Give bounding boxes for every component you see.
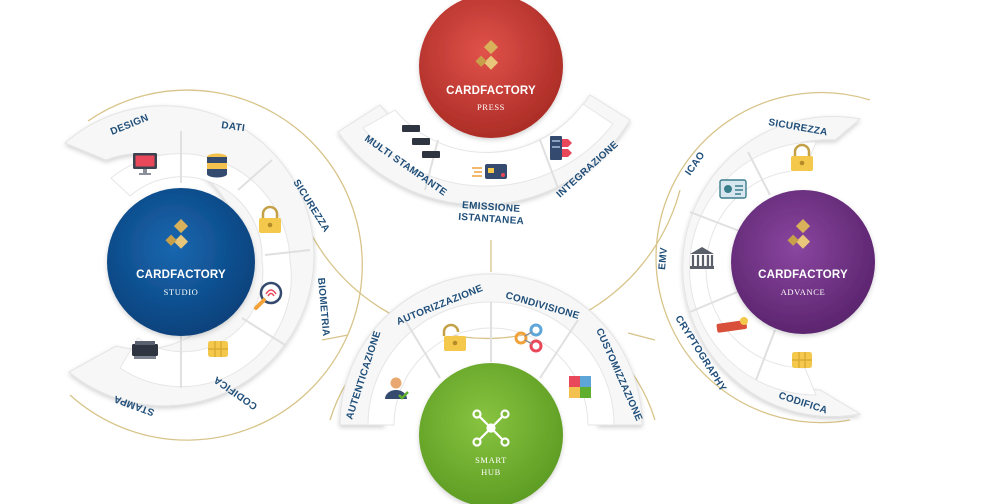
- press-label-emissione: EMISSIONE: [462, 200, 521, 215]
- chip-icon: [792, 352, 812, 368]
- padlock-icon: [791, 143, 813, 171]
- smart-hub-subtitle: HUB: [481, 467, 501, 477]
- press-logo-icon: [475, 40, 499, 70]
- studio-group: CARDFACTORY STUDIO DESIGN DATI SICUREZZA…: [64, 105, 332, 418]
- chip-icon: [208, 341, 228, 357]
- network-node-icon: [472, 409, 510, 447]
- fingerprint-magnifier-icon: [254, 281, 283, 310]
- press-label-istantanea: ISTANTANEA: [458, 212, 525, 228]
- monitor-icon: [133, 153, 157, 175]
- advance-outer-arc: [655, 91, 871, 424]
- printers-icon: [402, 125, 440, 158]
- studio-hub: [107, 188, 255, 336]
- share-icon: [514, 323, 543, 353]
- token-icon: [716, 317, 748, 333]
- studio-label-dati: DATI: [221, 120, 246, 134]
- printer-icon: [132, 341, 158, 359]
- card-emission-icon: [472, 164, 507, 179]
- advance-hub-subtitle: ADVANCE: [781, 287, 826, 297]
- smart-hub-title: SMART: [475, 455, 507, 465]
- user-check-icon: [385, 377, 409, 400]
- studio-hub-title: CARDFACTORY: [136, 269, 226, 281]
- press-hub-title: CARDFACTORY: [446, 85, 536, 97]
- advance-group: CARDFACTORY ADVANCE SICUREZZA ICAO EMV C…: [657, 116, 875, 417]
- server-integration-icon: [550, 136, 572, 160]
- puzzle-icon: [569, 376, 591, 398]
- bank-icon: [690, 247, 714, 269]
- studio-hub-subtitle: STUDIO: [164, 287, 199, 297]
- passport-icon: [719, 179, 747, 199]
- advance-hub: [731, 190, 875, 334]
- advance-hub-title: CARDFACTORY: [758, 269, 848, 281]
- advance-label-emv: EMV: [657, 247, 670, 270]
- press-group: CARDFACTORY PRESS MULTI STAMPANTE EMISSI…: [337, 0, 631, 228]
- smart-inner-band: [367, 301, 615, 426]
- advance-label-icao: ICAO: [683, 150, 707, 178]
- padlock-icon: [259, 205, 281, 233]
- studio-inner-band: [110, 153, 292, 388]
- smart-group: SMART HUB AUTENTICAZIONE AUTORIZZAZIONE …: [339, 273, 644, 504]
- studio-label-biometria: BIOMETRIA: [315, 277, 331, 337]
- press-outer-arc: [299, 189, 681, 340]
- database-icon: [207, 153, 227, 178]
- smart-hub: [419, 363, 563, 504]
- open-padlock-icon: [442, 323, 466, 351]
- studio-outer-arc: [69, 89, 363, 441]
- press-hub-subtitle: PRESS: [477, 102, 505, 112]
